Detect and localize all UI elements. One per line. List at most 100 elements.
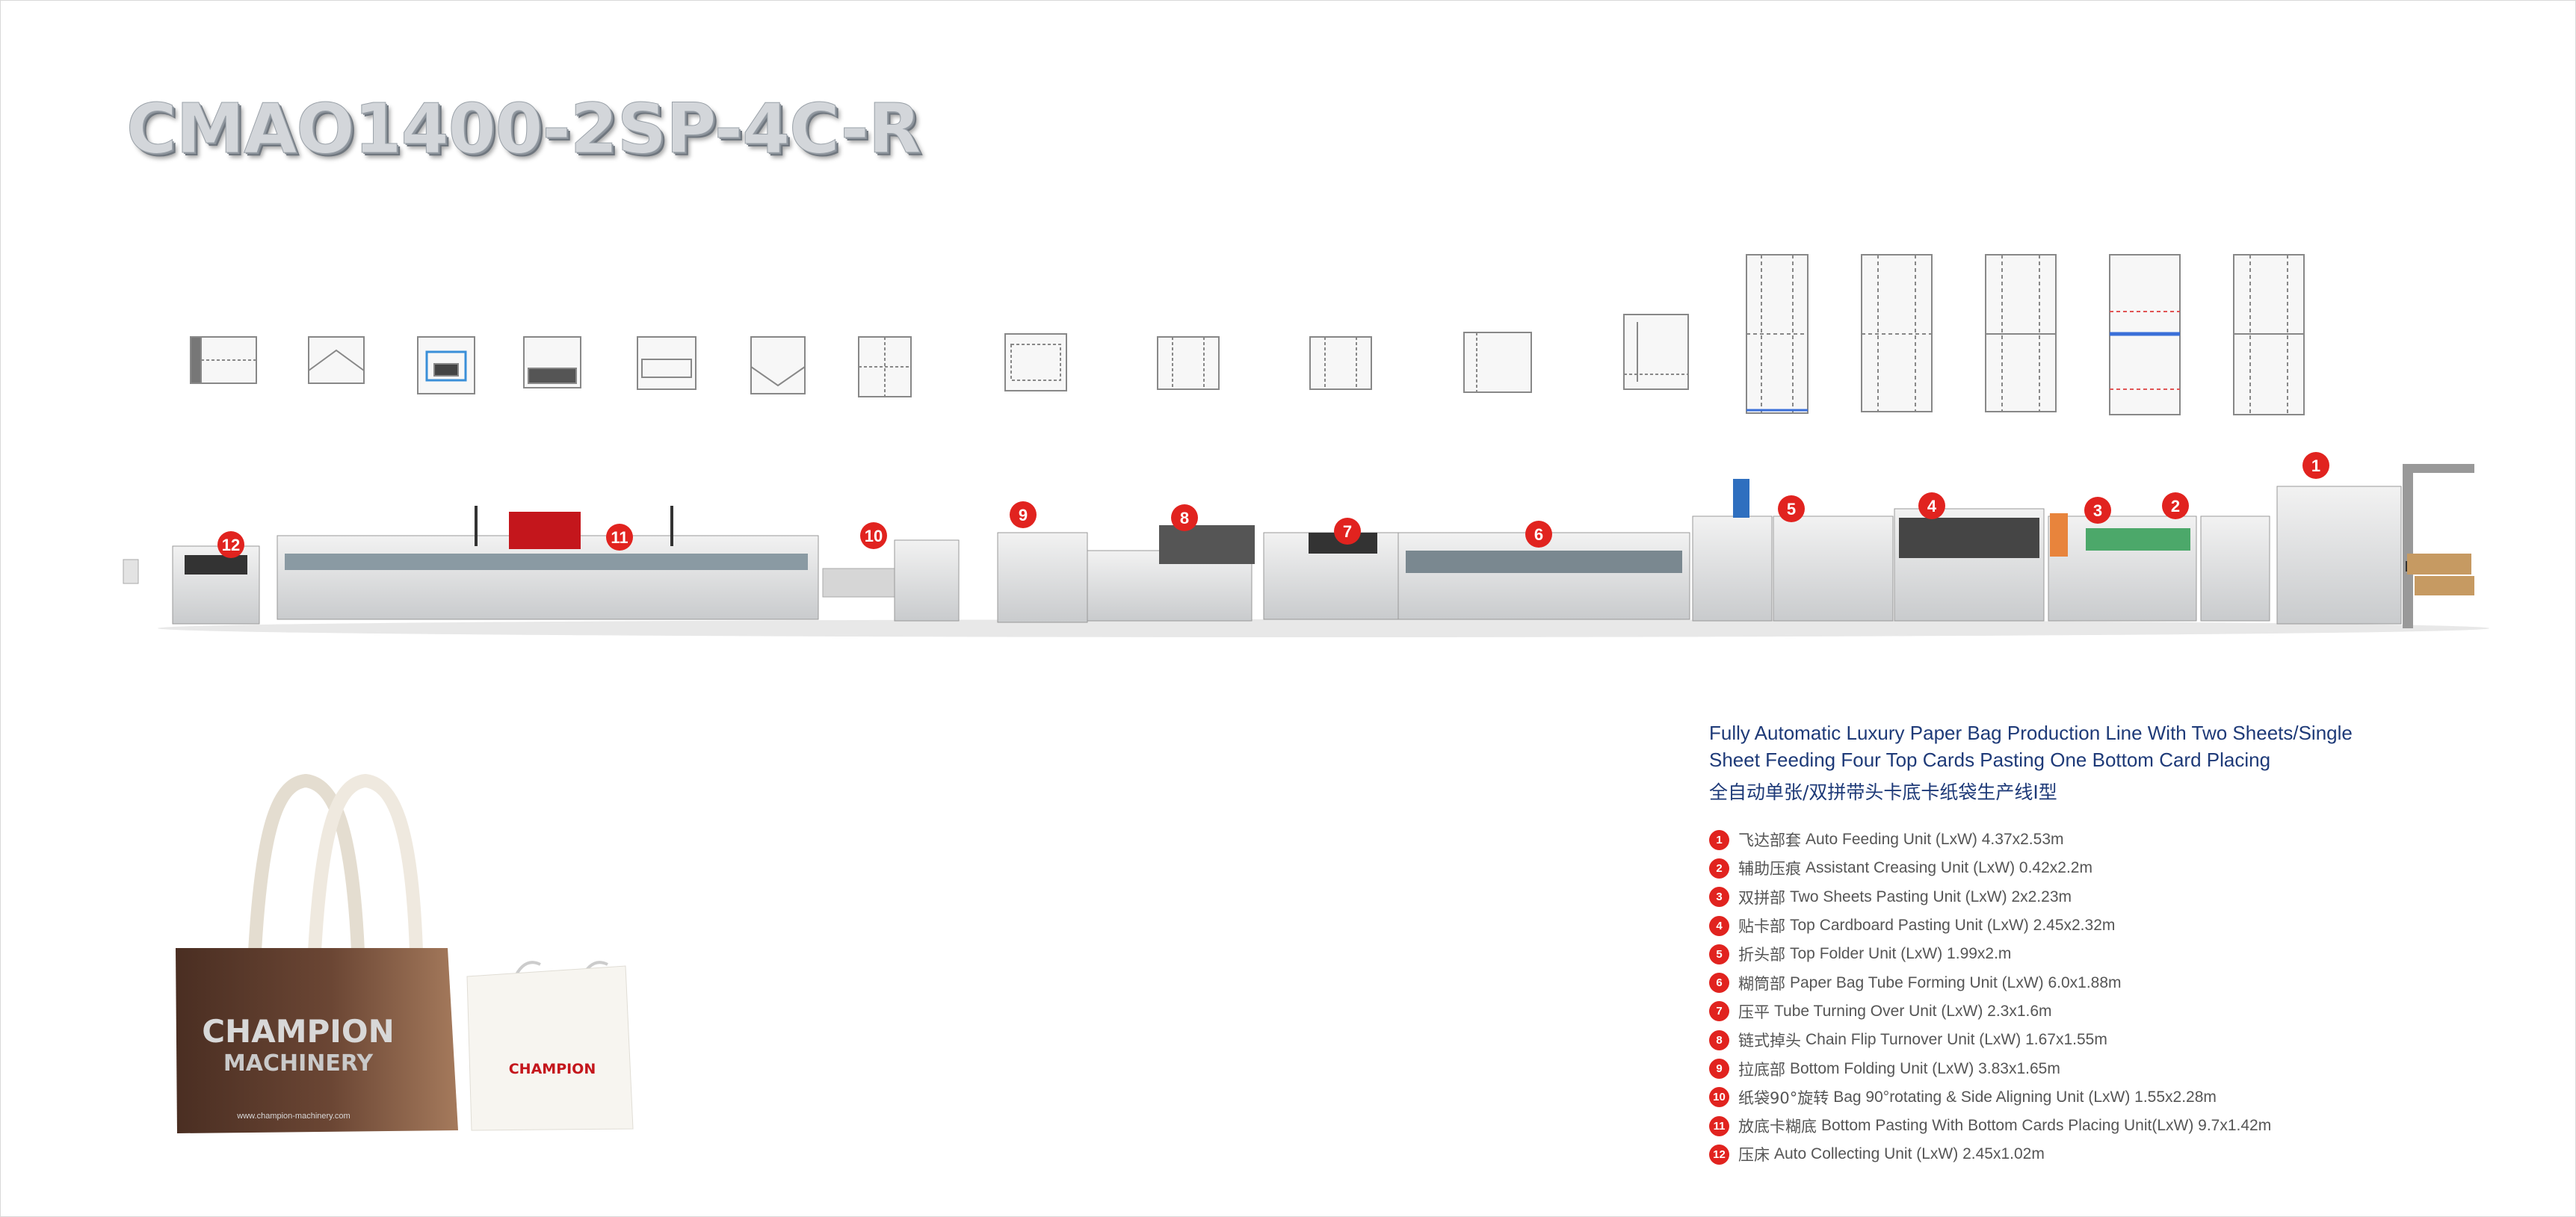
marker-5: 5 <box>1778 495 1805 522</box>
legend-number: 12 <box>1709 1144 1729 1165</box>
legend-zh: 折头部 <box>1738 946 1785 964</box>
marker-3: 3 <box>2084 497 2111 524</box>
legend-en: Tube Turning Over Unit (LxW) 2.3x1.6m <box>1774 1002 2052 1020</box>
svg-text:12: 12 <box>222 536 240 554</box>
marker-8: 8 <box>1171 504 1198 531</box>
marker-2: 2 <box>2162 492 2189 519</box>
marker-4: 4 <box>1918 492 1945 519</box>
brown-bag <box>176 948 458 1133</box>
legend-number: 9 <box>1709 1059 1729 1080</box>
machine-line <box>123 464 2489 637</box>
bag-url-text: www.champion-machinery.com <box>236 1112 350 1121</box>
sketch-11 <box>1463 332 1532 393</box>
marker-6: 6 <box>1525 521 1552 548</box>
legend-zh: 双拼部 <box>1738 888 1785 907</box>
legend-zh: 拉底部 <box>1738 1060 1785 1079</box>
sketch-7 <box>858 336 912 397</box>
legend-zh: 糊筒部 <box>1738 974 1785 993</box>
legend-number: 6 <box>1709 973 1729 994</box>
legend-number: 11 <box>1709 1115 1729 1136</box>
legend-en: Paper Bag Tube Forming Unit (LxW) 6.0x1.… <box>1790 973 2122 991</box>
sketch-4 <box>523 336 581 388</box>
legend-item: 5 折头部 Top Folder Unit (LxW) 1.99x2.m <box>1709 940 2271 968</box>
svg-text:11: 11 <box>611 528 628 547</box>
sketch-12 <box>1623 314 1689 390</box>
legend-item: 9 拉底部 Bottom Folding Unit (LxW) 3.83x1.65m <box>1709 1054 2271 1083</box>
legend-en: Top Cardboard Pasting Unit (LxW) 2.45x2.… <box>1790 917 2116 935</box>
marker-7: 7 <box>1334 518 1361 545</box>
station-markers: 12 11 10 9 8 7 6 5 4 3 2 1 <box>217 452 2329 558</box>
sketch-5 <box>637 336 696 390</box>
svg-text:5: 5 <box>1787 500 1796 518</box>
legend-item: 3 双拼部 Two Sheets Pasting Unit (LxW) 2x2.23… <box>1709 883 2271 911</box>
legend-number: 1 <box>1709 829 1729 850</box>
svg-text:9: 9 <box>1019 506 1028 524</box>
sketch-9 <box>1157 336 1220 390</box>
legend-en: Two Sheets Pasting Unit (LxW) 2x2.23m <box>1790 888 2072 905</box>
svg-text:6: 6 <box>1534 525 1543 544</box>
sketch-13 <box>1746 254 1809 414</box>
legend-zh: 放底卡糊底 <box>1738 1118 1817 1136</box>
sketch-15 <box>1985 254 2057 412</box>
legend-number: 5 <box>1709 944 1729 964</box>
svg-text:2: 2 <box>2171 497 2180 515</box>
legend-en: Assistant Creasing Unit (LxW) 0.42x2.2m <box>1806 859 2092 877</box>
sketch-17 <box>2233 254 2305 415</box>
legend-number: 3 <box>1709 887 1729 908</box>
model-title: CMAO1400-2SP-4C-R <box>126 89 922 170</box>
bag-brand-subtext: MACHINERY <box>223 1050 374 1077</box>
process-sketches <box>190 254 2305 415</box>
legend-item: 1 飞达部套 Auto Feeding Unit (LxW) 4.37x2.53m <box>1709 826 2271 854</box>
svg-text:7: 7 <box>1343 522 1352 541</box>
svg-text:10: 10 <box>865 527 883 545</box>
production-line-caption: Fully Automatic Luxury Paper Bag Product… <box>1709 719 2367 808</box>
legend-en: Auto Feeding Unit (LxW) 4.37x2.53m <box>1806 831 2064 849</box>
svg-text:4: 4 <box>1927 497 1937 515</box>
bag-brand-text: CHAMPION <box>202 1013 395 1050</box>
legend-zh: 压平 <box>1738 1003 1770 1021</box>
legend-zh: 贴卡部 <box>1738 917 1785 936</box>
sketch-10 <box>1309 336 1372 390</box>
legend-zh: 压床 <box>1738 1146 1770 1165</box>
small-bag-brand-text: CHAMPION <box>509 1061 596 1077</box>
marker-9: 9 <box>1010 501 1037 528</box>
caption-en-line2: Sheet Feeding Four Top Cards Pasting One… <box>1709 749 2271 771</box>
marker-11: 11 <box>606 524 633 551</box>
caption-en-line1: Fully Automatic Luxury Paper Bag Product… <box>1709 722 2353 744</box>
sketch-14 <box>1861 254 1933 412</box>
legend-zh: 飞达部套 <box>1738 832 1801 850</box>
svg-text:1: 1 <box>2311 456 2320 475</box>
legend-number: 10 <box>1709 1087 1729 1108</box>
marker-12: 12 <box>217 531 244 558</box>
white-bag <box>466 965 634 1131</box>
legend-item: 6 糊筒部 Paper Bag Tube Forming Unit (LxW) 6.… <box>1709 968 2271 997</box>
sketch-1 <box>190 336 257 384</box>
sketch-2 <box>308 336 365 384</box>
legend-en: Bag 90°rotating & Side Aligning Unit (Lx… <box>1833 1088 2217 1106</box>
svg-text:8: 8 <box>1180 509 1189 527</box>
bags-illustration: CHAMPION MACHINERY www.champion-machiner… <box>176 773 634 1133</box>
sketch-6 <box>750 336 806 394</box>
sketch-8 <box>1004 333 1067 391</box>
legend-en: Bottom Pasting With Bottom Cards Placing… <box>1821 1117 2272 1135</box>
legend-zh: 纸袋90°旋转 <box>1738 1089 1829 1107</box>
legend-number: 2 <box>1709 858 1729 879</box>
legend-en: Top Folder Unit (LxW) 1.99x2.m <box>1790 945 2012 963</box>
caption-zh: 全自动单张/双拼带头卡底卡纸袋生产线I型 <box>1709 781 2057 803</box>
marker-10: 10 <box>860 522 887 549</box>
legend-en: Bottom Folding Unit (LxW) 3.83x1.65m <box>1790 1059 2060 1077</box>
svg-text:3: 3 <box>2093 501 2102 520</box>
legend-number: 7 <box>1709 1001 1729 1022</box>
sketch-16 <box>2109 254 2181 415</box>
legend-en: Auto Collecting Unit (LxW) 2.45x1.02m <box>1774 1145 2045 1163</box>
